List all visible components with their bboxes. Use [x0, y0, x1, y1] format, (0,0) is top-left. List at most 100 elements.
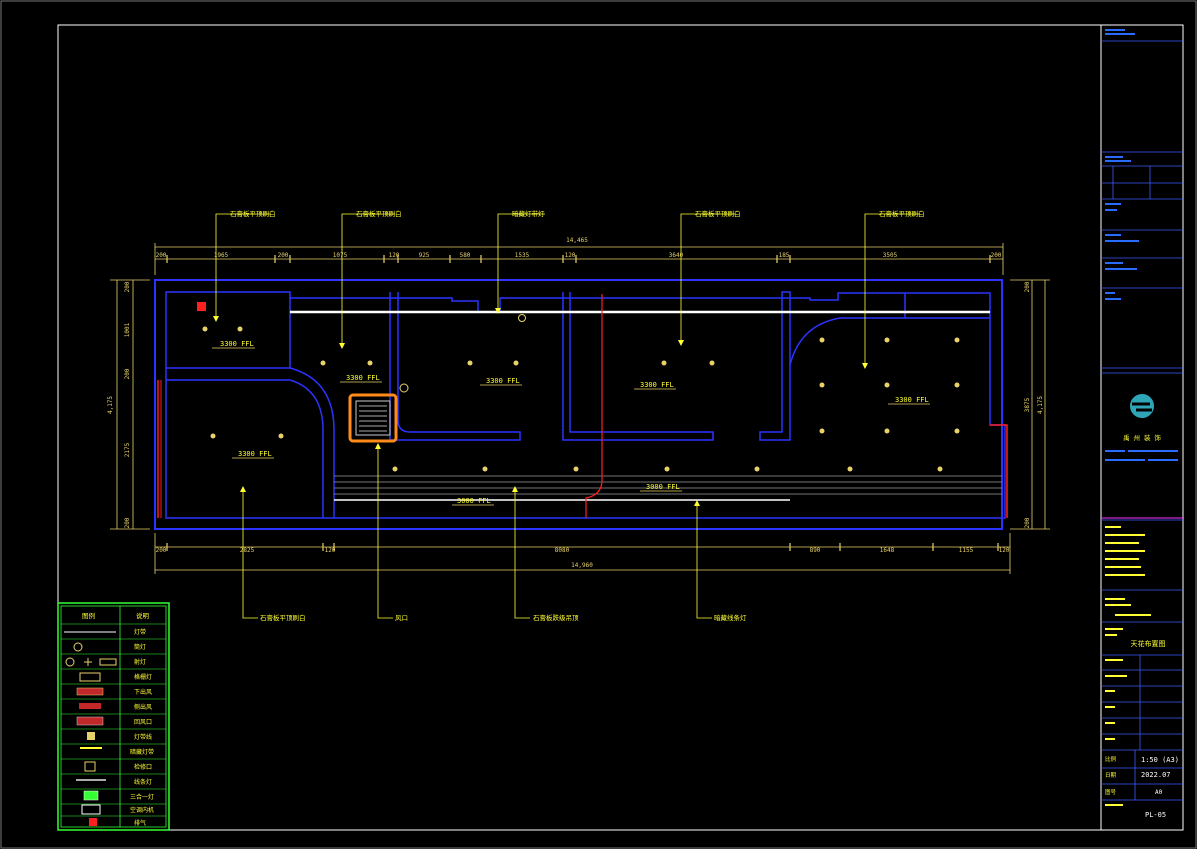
dim-top-seg: 3505 [883, 252, 898, 259]
dim-top-seg: 580 [460, 252, 471, 259]
room1-wall [166, 298, 291, 369]
title-block-yellow-print [1105, 526, 1151, 806]
dim-right-total: 4,175 [1037, 396, 1044, 414]
spotlight-icon [518, 314, 526, 322]
dim-bottom-seg: 1155 [959, 547, 974, 554]
partition-a [389, 292, 521, 441]
leader-lines [215, 213, 920, 619]
partition-b [562, 292, 714, 441]
legend-labels: 灯带 筒灯 射灯 格栅灯 下出风 侧出风 回风口 灯带线 暗藏灯带 检修口 线条… [130, 628, 154, 827]
ffl-underlines [212, 347, 930, 506]
leader-top-5: 石膏板平顶刷白 [879, 209, 925, 218]
legend-return-icon [76, 716, 104, 726]
title-block-fine-print [1105, 29, 1178, 461]
leader-bottom-4: 暗藏线条灯 [714, 613, 747, 622]
legend-spot-icon [65, 657, 75, 667]
dim-top-seg: 1965 [214, 252, 229, 259]
dim-bottom-seg: 8080 [555, 547, 570, 554]
legend-label: 筒灯 [134, 643, 146, 651]
dim-top-seg: 200 [278, 252, 289, 259]
sheet-frame [57, 24, 1184, 831]
dim-left-seg: 2175 [124, 442, 131, 457]
partition-c [759, 291, 791, 441]
legend-label: 空调内机 [130, 806, 154, 814]
dim-top-seg: 1075 [333, 252, 348, 259]
dim-top-seg: 185 [779, 252, 790, 259]
dim-right-seg: 200 [1024, 281, 1031, 292]
dim-bottom-seg: 1648 [880, 547, 895, 554]
dim-bottom-seg: 890 [810, 547, 821, 554]
dim-bottom-total: 14,960 [571, 562, 593, 569]
legend-exhaust-icon [89, 818, 97, 826]
ac-unit-icon [348, 393, 398, 443]
red-line-right [990, 424, 1008, 518]
leader-arrows [213, 308, 868, 506]
company-logo-icon [1130, 394, 1154, 418]
leader-top-1: 石膏板平顶刷白 [230, 209, 276, 218]
leader-bottom-3: 石膏板跌级吊顶 [533, 613, 579, 622]
ffl-room3: 3300 FFL [346, 374, 380, 382]
legend-label: 射灯 [134, 658, 146, 666]
title-block-rules [1101, 40, 1183, 801]
dim-text-left: 200 1001 200 2175 200 4,175 [107, 281, 131, 528]
legend-label: 暗藏灯带 [130, 748, 154, 756]
ffl-room4: 3300 FFL [486, 377, 520, 385]
legend-grid-icon [99, 658, 117, 666]
scale-value: 1:50 (A3) [1141, 756, 1179, 764]
sheet-number: PL-05 [1145, 811, 1166, 819]
legend-symbols [64, 631, 117, 826]
floor-plan: 3300 FFL 3300 FFL 3300 FFL 3300 FFL 3300… [154, 279, 1008, 530]
ffl-room6: 3300 FFL [895, 396, 929, 404]
downlights [202, 326, 960, 472]
legend-header-right: 说明 [136, 611, 150, 620]
dim-text-bottom: 200 2825 120 8080 890 1648 1155 120 14,9… [156, 547, 1010, 569]
legend-combo-icon [83, 790, 99, 801]
legend-table: 图例 说明 灯带 筒灯 射灯 格栅灯 下出风 侧出风 [57, 602, 170, 831]
leader-labels: 石膏板平顶刷白 石膏板平顶刷白 暗藏灯带灯 石膏板平顶刷白 石膏板平顶刷白 石膏… [230, 209, 925, 622]
legend-supply-icon [79, 672, 101, 682]
dim-top-seg: 925 [419, 252, 430, 259]
version-value: A0 [1155, 789, 1163, 796]
leader-top-2: 石膏板平顶刷白 [356, 209, 402, 218]
dim-bottom-seg: 2825 [240, 547, 255, 554]
dim-left-seg: 200 [124, 517, 131, 528]
corridor-stripes [334, 475, 1002, 495]
date-value: 2022.07 [1141, 771, 1171, 779]
legend-line-icon [87, 732, 95, 740]
dim-left-seg: 1001 [124, 322, 131, 337]
legend-label: 线条灯 [134, 778, 152, 786]
legend-label: 下出风 [134, 688, 152, 696]
dim-top-seg: 200 [156, 252, 167, 259]
legend-header-left: 图例 [82, 611, 95, 620]
leader-top-4: 石膏板平顶刷白 [695, 209, 741, 218]
dim-left-seg: 200 [124, 368, 131, 379]
ffl-room5: 3300 FFL [640, 381, 674, 389]
dim-top-seg: 120 [565, 252, 576, 259]
curved-wall [289, 367, 335, 518]
red-curtain-line [585, 294, 603, 518]
ffl-labels: 3300 FFL 3300 FFL 3300 FFL 3300 FFL 3300… [220, 340, 929, 505]
curved-wall-inner [289, 379, 324, 518]
vent-icon [399, 383, 409, 393]
legend-label: 灯带线 [134, 733, 152, 741]
outer-wall-inner [165, 291, 1006, 519]
ffl-corridor2: 3000 FFL [646, 483, 680, 491]
scale-label: 比例 [1105, 755, 1117, 763]
ffl-room2: 3300 FFL [238, 450, 272, 458]
dim-text-top: 14,465 200 1965 200 1075 120 925 580 153… [156, 237, 1002, 259]
dim-left-total: 4,175 [107, 396, 114, 414]
dim-top-seg: 1535 [515, 252, 530, 259]
dim-bottom-seg: 200 [156, 547, 167, 554]
legend-label: 格栅灯 [134, 673, 152, 681]
legend-access-icon [84, 761, 96, 772]
leader-bottom-2: 风口 [395, 614, 408, 622]
dim-right-seg: 3875 [1024, 397, 1031, 412]
legend-ac-icon [81, 804, 101, 815]
sheet-label: 图号 [1105, 788, 1117, 796]
dim-bottom-seg: 120 [999, 547, 1010, 554]
drawing-title: 天花布置图 [1131, 639, 1166, 648]
partition-curve [789, 317, 990, 366]
legend-label: 三合一灯 [130, 793, 154, 801]
